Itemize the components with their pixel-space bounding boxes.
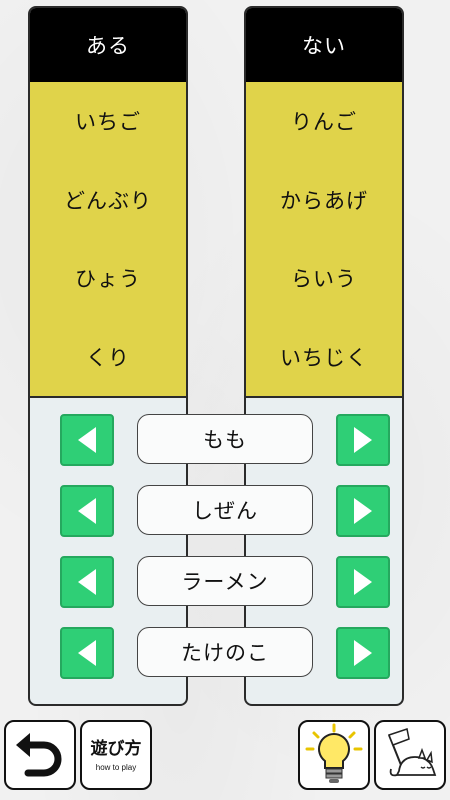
lightbulb-icon — [305, 723, 363, 783]
choice-word[interactable]: たけのこ — [137, 627, 313, 677]
choice-word[interactable]: もも — [137, 414, 313, 464]
choice-row-1: もも — [60, 414, 390, 468]
choice-word[interactable]: ラーメン — [137, 556, 313, 606]
column-aru-header: ある — [30, 8, 186, 82]
list-item: いちじく — [280, 345, 368, 370]
how-to-play-button[interactable]: 遊び方 how to play — [80, 720, 152, 790]
move-right-button[interactable] — [336, 556, 390, 608]
column-nai-list: りんご からあげ らいう いちじく — [246, 82, 402, 398]
sleeping-cat-flag-icon — [388, 728, 437, 777]
column-aru-list: いちご どんぶり ひょう くり — [30, 82, 186, 398]
move-left-button[interactable] — [60, 627, 114, 679]
column-aru: ある いちご どんぶり ひょう くり — [28, 6, 188, 706]
choice-row-3: ラーメン — [60, 556, 390, 610]
list-item: らいう — [291, 267, 357, 292]
hint-button[interactable] — [298, 720, 370, 790]
list-item: からあげ — [280, 188, 368, 213]
arrow-left-icon — [78, 569, 96, 595]
choice-row-4: たけのこ — [60, 627, 390, 681]
choice-row-2: しぜん — [60, 485, 390, 539]
give-up-button[interactable] — [374, 720, 446, 790]
move-left-button[interactable] — [60, 414, 114, 466]
arrow-left-icon — [78, 427, 96, 453]
arrow-right-icon — [354, 498, 372, 524]
list-item: どんぶり — [64, 188, 152, 213]
how-to-play-sublabel: how to play — [95, 762, 137, 772]
move-right-button[interactable] — [336, 485, 390, 537]
move-right-button[interactable] — [336, 414, 390, 466]
move-left-button[interactable] — [60, 556, 114, 608]
arrow-right-icon — [354, 640, 372, 666]
choice-word[interactable]: しぜん — [137, 485, 313, 535]
move-left-button[interactable] — [60, 485, 114, 537]
undo-arrow-icon — [16, 733, 62, 777]
list-item: ひょう — [75, 267, 141, 292]
how-to-play-label: 遊び方 — [90, 738, 142, 759]
list-item: くり — [86, 345, 130, 370]
move-right-button[interactable] — [336, 627, 390, 679]
arrow-left-icon — [78, 640, 96, 666]
list-item: りんご — [291, 110, 357, 135]
arrow-right-icon — [354, 427, 372, 453]
arrow-left-icon — [78, 498, 96, 524]
list-item: いちご — [75, 110, 141, 135]
arrow-right-icon — [354, 569, 372, 595]
column-nai-header: ない — [246, 8, 402, 82]
undo-button[interactable] — [4, 720, 76, 790]
